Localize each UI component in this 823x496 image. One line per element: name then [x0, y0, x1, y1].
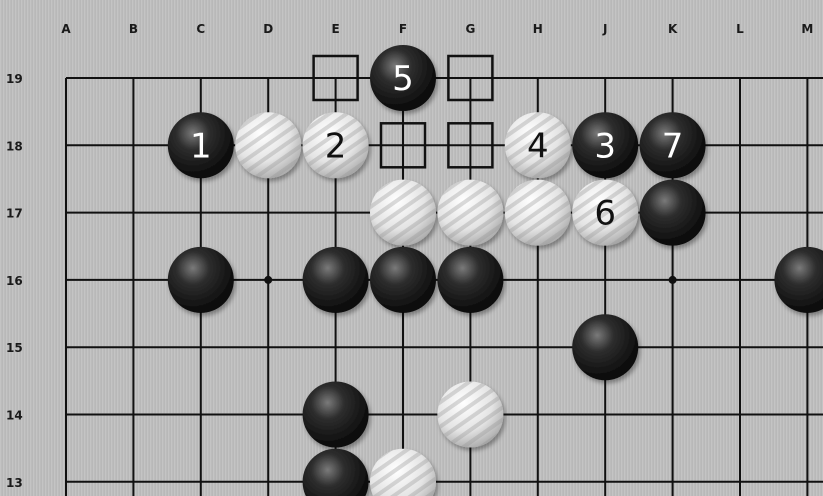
black-stone-body — [168, 247, 234, 313]
move-number: 4 — [527, 126, 549, 166]
column-label: D — [263, 22, 273, 36]
white-stone-grain — [235, 112, 301, 178]
column-label: K — [668, 22, 678, 36]
black-stone[interactable] — [303, 449, 369, 496]
stones: 1 2 4 3 7 5 6 — [168, 45, 823, 496]
black-stone[interactable]: 1 — [168, 112, 234, 178]
white-stone[interactable] — [505, 180, 571, 246]
move-number: 7 — [662, 126, 684, 166]
row-label: 18 — [6, 139, 23, 153]
column-label: J — [602, 22, 607, 36]
black-stone-body — [370, 247, 436, 313]
column-label: F — [399, 22, 407, 36]
column-label: A — [61, 22, 71, 36]
black-stone[interactable] — [168, 247, 234, 313]
column-label: B — [129, 22, 138, 36]
white-stone-grain — [370, 180, 436, 246]
black-stone[interactable]: 5 — [370, 45, 436, 111]
white-stone-grain — [370, 449, 436, 496]
black-stone[interactable] — [437, 247, 503, 313]
move-number: 1 — [190, 126, 212, 166]
white-stone-grain — [437, 382, 503, 448]
column-label: L — [736, 22, 744, 36]
move-number: 5 — [392, 59, 414, 99]
row-label: 13 — [6, 476, 23, 490]
black-stone[interactable] — [774, 247, 823, 313]
black-stone[interactable] — [303, 382, 369, 448]
move-number: 6 — [594, 194, 616, 234]
white-stone-grain — [505, 180, 571, 246]
black-stone[interactable] — [572, 314, 638, 380]
black-stone[interactable] — [303, 247, 369, 313]
black-stone-body — [774, 247, 823, 313]
black-stone-body — [303, 382, 369, 448]
column-label: H — [533, 22, 543, 36]
white-stone[interactable] — [235, 112, 301, 178]
black-stone-body — [437, 247, 503, 313]
row-label: 15 — [6, 341, 23, 355]
row-label: 14 — [6, 409, 23, 423]
star-point — [264, 276, 272, 284]
white-stone[interactable]: 6 — [572, 180, 638, 246]
white-stone[interactable]: 2 — [303, 112, 369, 178]
black-stone-body — [303, 247, 369, 313]
black-stone[interactable] — [370, 247, 436, 313]
column-label: E — [331, 22, 339, 36]
white-stone[interactable] — [370, 180, 436, 246]
black-stone[interactable] — [640, 180, 706, 246]
column-label: C — [196, 22, 205, 36]
row-label: 16 — [6, 274, 23, 288]
black-stone[interactable]: 7 — [640, 112, 706, 178]
star-point — [669, 276, 677, 284]
black-stone-body — [572, 314, 638, 380]
column-label: G — [465, 22, 475, 36]
white-stone[interactable]: 4 — [505, 112, 571, 178]
white-stone[interactable] — [437, 382, 503, 448]
move-number: 3 — [594, 126, 616, 166]
black-stone[interactable]: 3 — [572, 112, 638, 178]
row-label: 19 — [6, 72, 23, 86]
black-stone-body — [303, 449, 369, 496]
black-stone-body — [640, 180, 706, 246]
move-number: 2 — [325, 126, 347, 166]
row-label: 17 — [6, 207, 23, 221]
white-stone-grain — [437, 180, 503, 246]
column-label: M — [801, 22, 813, 36]
white-stone[interactable] — [437, 180, 503, 246]
white-stone[interactable] — [370, 449, 436, 496]
